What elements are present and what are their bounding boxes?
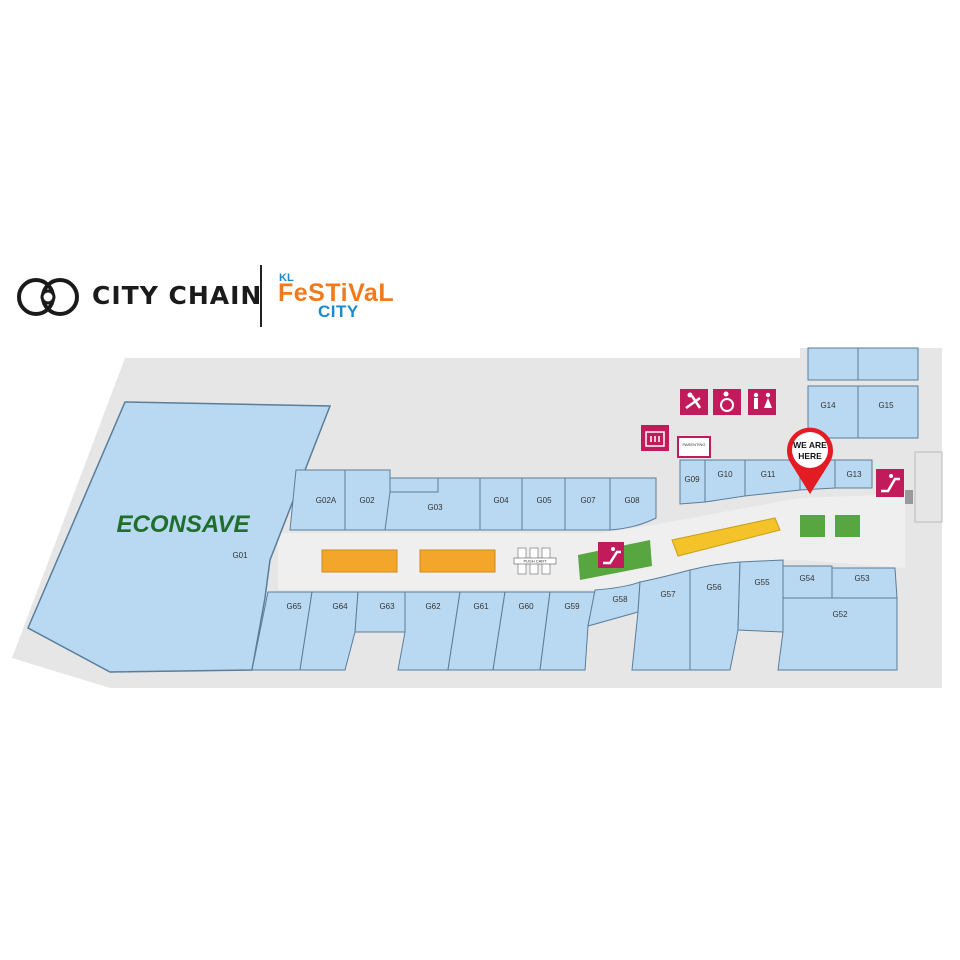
- unit-g56-label: G56: [706, 583, 722, 592]
- header: CITY CHAIN KL FeSTiVaL CITY: [0, 255, 960, 335]
- unit-g03-label: G03: [427, 503, 443, 512]
- parenting-label: PARENTING: [682, 442, 705, 447]
- unit-g02a-label: G02A: [316, 496, 337, 505]
- kiosk-yellow[interactable]: [671, 517, 781, 557]
- unit-g08[interactable]: [609, 477, 657, 531]
- g03-inner-wall: [390, 478, 439, 493]
- unit-g55[interactable]: [737, 559, 784, 633]
- econsave-store[interactable]: [27, 401, 332, 673]
- unit-g64[interactable]: [299, 591, 359, 671]
- unit-g08-label: G08: [624, 496, 640, 505]
- unit-g03[interactable]: [384, 477, 481, 531]
- unit-g14-label: G14: [820, 401, 836, 410]
- unit-g09-label: G09: [684, 475, 700, 484]
- unit-g07-label: G07: [580, 496, 596, 505]
- toilet-icon[interactable]: [748, 389, 776, 415]
- here-label: HERE: [798, 451, 822, 461]
- unit-g57-label: G57: [660, 590, 676, 599]
- kiosk-orange-2[interactable]: [419, 549, 496, 573]
- escalator-glyph-right: [881, 477, 900, 493]
- unit-g13-label: G13: [846, 470, 862, 479]
- parenting-sign[interactable]: [677, 436, 711, 458]
- bottom-units: [251, 559, 898, 671]
- unit-top-b[interactable]: [857, 347, 919, 381]
- unit-g53[interactable]: [831, 567, 898, 599]
- city-chain-logo-icon: [17, 278, 79, 316]
- unit-g59[interactable]: [539, 591, 596, 671]
- push-cart-area: PUSH CART: [513, 547, 557, 575]
- we-are-label: WE ARE: [793, 440, 827, 450]
- unit-g10-label: G10: [717, 470, 733, 479]
- unit-g10[interactable]: [704, 459, 746, 503]
- unit-g58-label: G58: [612, 595, 628, 604]
- facility-icons: PARENTING: [641, 389, 776, 458]
- unit-g62[interactable]: [397, 591, 461, 671]
- unit-g63-label: G63: [379, 602, 395, 611]
- unit-g56[interactable]: [689, 561, 741, 671]
- logo-divider: [260, 265, 262, 327]
- escalator-glyph-center: [603, 550, 621, 565]
- unit-labels: G02A G02 G03 G04 G05 G07 G08 G09 G10 G11…: [286, 401, 894, 619]
- unit-g62-label: G62: [425, 602, 441, 611]
- side-block-dark: [905, 490, 913, 504]
- kl-label: KL: [279, 272, 294, 284]
- kiosk-green-1[interactable]: [800, 515, 825, 537]
- escalator-icon-center[interactable]: [598, 542, 624, 568]
- kiosk-green-2[interactable]: [835, 515, 860, 537]
- unit-g04-label: G04: [493, 496, 509, 505]
- unit-g01-label: G01: [232, 551, 248, 560]
- unit-g02-label: G02: [359, 496, 375, 505]
- unit-g15-label: G15: [878, 401, 894, 410]
- top-units: [289, 347, 919, 531]
- unit-g65-label: G65: [286, 602, 302, 611]
- city-chain-wordmark: CITY CHAIN: [92, 281, 263, 310]
- unit-g15[interactable]: [857, 385, 919, 439]
- unit-g53-label: G53: [854, 574, 870, 583]
- econsave-label: ECONSAVE: [117, 511, 251, 538]
- festival-wordmark: FeSTiVaL: [278, 279, 395, 307]
- unit-g59-label: G59: [564, 602, 580, 611]
- unit-g52-label: G52: [832, 610, 848, 619]
- kiosk-orange-1[interactable]: [321, 549, 398, 573]
- push-cart-label: PUSH CART: [523, 559, 547, 564]
- unit-g64-label: G64: [332, 602, 348, 611]
- unit-g55-label: G55: [754, 578, 770, 587]
- unit-g61-label: G61: [473, 602, 489, 611]
- you-are-here-marker[interactable]: WE ARE HERE: [786, 427, 834, 494]
- unit-g60-label: G60: [518, 602, 534, 611]
- unit-g05-label: G05: [536, 496, 552, 505]
- unit-g57[interactable]: [631, 569, 691, 671]
- festival-city-label: CITY: [318, 302, 359, 321]
- unit-g13[interactable]: [834, 459, 873, 489]
- escalator-icon-right[interactable]: [876, 469, 904, 497]
- side-block: [914, 451, 943, 523]
- unit-top-a[interactable]: [807, 347, 859, 381]
- unit-g54-label: G54: [799, 574, 815, 583]
- unit-g52[interactable]: [777, 597, 898, 671]
- unit-g11-label: G11: [761, 470, 776, 479]
- unit-g63[interactable]: [354, 591, 406, 633]
